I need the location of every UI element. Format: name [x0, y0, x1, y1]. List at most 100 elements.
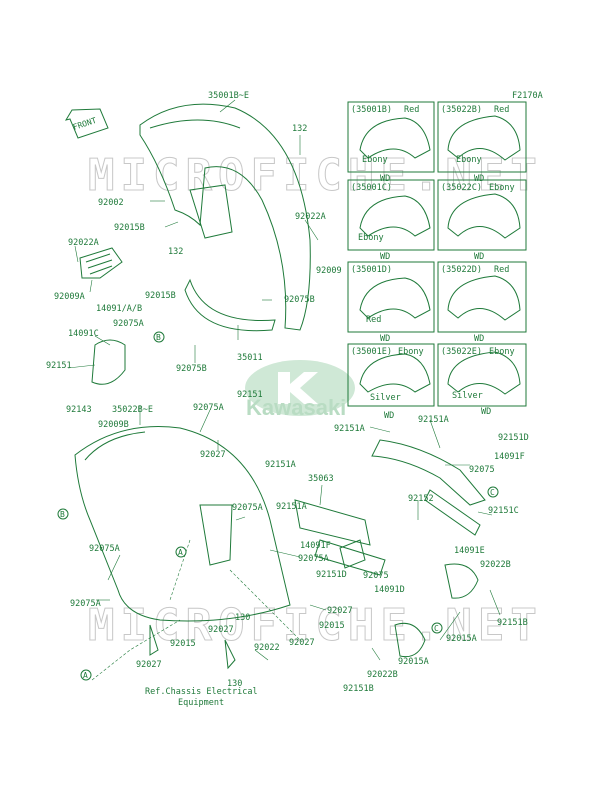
part-label: 92015 [170, 639, 196, 649]
part-label: 130 [235, 613, 250, 623]
variant-color: Ebony [362, 155, 388, 165]
part-label: 92075A [89, 544, 120, 554]
part-label: 92027 [327, 606, 353, 616]
part-label: 92151 [46, 361, 72, 371]
variant-code: (35022B) [441, 105, 482, 115]
part-label: 92009 [316, 266, 342, 276]
part-label: 92015B [114, 223, 145, 233]
part-label: 92075A [298, 554, 329, 564]
variant-code: (35022E) [441, 347, 482, 357]
part-label: 35022B~E [112, 405, 153, 415]
variant-grid: (35001B) Red Ebony WD (35022B) Red Ebony… [347, 101, 527, 421]
part-label: 14091F [300, 541, 331, 551]
ref-note-line1: Ref.Chassis Electrical [145, 687, 258, 697]
part-label: 92151D [316, 570, 347, 580]
variant-wd: WD [481, 407, 491, 417]
rear-fender [74, 426, 291, 670]
part-label: 92022B [367, 670, 398, 680]
watermark-bottom: MICROFICHE.NET [88, 600, 543, 651]
watermark-top: MICROFICHE.NET [88, 150, 543, 201]
front-fender [79, 103, 311, 385]
part-label: 92015A [446, 634, 477, 644]
part-label: 92075A [193, 403, 224, 413]
variant-code: (35001B) [351, 105, 392, 115]
part-label: 14091E [454, 546, 485, 556]
kawasaki-logo: Kawasaki [245, 360, 355, 420]
part-label: 92022A [295, 212, 326, 222]
variant-code: (35001C) [351, 183, 392, 193]
part-label: 92022A [68, 238, 99, 248]
variant-wd: WD [384, 411, 394, 421]
part-label: 92002 [98, 198, 124, 208]
variant-code: (35022D) [441, 265, 482, 275]
variant-wd: WD [474, 334, 484, 344]
variant-color: Ebony [358, 233, 384, 243]
part-label: 92022B [480, 560, 511, 570]
part-label: 92151A [276, 502, 307, 512]
variant-wd: WD [474, 174, 484, 184]
part-label: 92015 [319, 621, 345, 631]
variant-color: Red [366, 315, 381, 325]
part-label: 92151D [498, 433, 529, 443]
variant-color: Red [404, 105, 419, 115]
part-label: 92075 [469, 465, 495, 475]
callout-c: C [490, 488, 495, 497]
part-label: 92027 [208, 625, 234, 635]
part-label: 92075A [113, 319, 144, 329]
part-label: 35063 [308, 474, 334, 484]
variant-color: Silver [370, 393, 401, 403]
callout-b: B [156, 333, 161, 342]
variant-color: Ebony [489, 183, 515, 193]
part-label: 92027 [136, 660, 162, 670]
rear-bracket [294, 439, 486, 658]
part-label: 92075 [363, 571, 389, 581]
variant-color: Silver [452, 391, 483, 401]
variant-wd: WD [380, 252, 390, 262]
part-label: 35001B~E [208, 91, 249, 101]
variant-code: (35022C) [441, 183, 482, 193]
part-labels: 35001B~E 132 92002 92015B 92022A 132 920… [46, 91, 529, 694]
brand-text: Kawasaki [246, 395, 346, 420]
part-label: 92015B [145, 291, 176, 301]
part-label: 92151C [488, 506, 519, 516]
callout-a: A [178, 548, 183, 557]
leader-lines [67, 99, 501, 681]
variant-color: Red [494, 105, 509, 115]
diagram-code: F2170A [512, 91, 543, 101]
callout-b: B [60, 510, 65, 519]
variant-code: (35001D) [351, 265, 392, 275]
variant-color: Ebony [489, 347, 515, 357]
callouts: B B A A C C [57, 331, 499, 681]
part-label: 14091D [374, 585, 405, 595]
variant-color: Red [494, 265, 509, 275]
variant-color: Ebony [456, 155, 482, 165]
part-label: 92151A [418, 415, 449, 425]
ref-note-line2: Equipment [178, 698, 224, 708]
variant-color: Ebony [398, 347, 424, 357]
variant-wd: WD [380, 334, 390, 344]
part-label: 92151B [343, 684, 374, 694]
variant-wd: WD [380, 174, 390, 184]
variant-code: (35001E) [351, 347, 392, 357]
front-arrow-icon: FRONT [64, 108, 109, 139]
part-label: 92151B [497, 618, 528, 628]
part-label: 92075A [70, 599, 101, 609]
part-label: 92009B [98, 420, 129, 430]
part-label: 92027 [289, 638, 315, 648]
part-label: 92151A [265, 460, 296, 470]
part-label: 130 [227, 679, 242, 689]
part-label: 92152 [408, 494, 434, 504]
part-label: 92143 [66, 405, 92, 415]
part-label: 14091C [68, 329, 99, 339]
part-label: 132 [292, 124, 307, 134]
part-label: 92075A [232, 503, 263, 513]
part-label: 92015A [398, 657, 429, 667]
part-label: 92075B [176, 364, 207, 374]
part-label: 92151A [334, 424, 365, 434]
callout-c: C [434, 624, 439, 633]
part-label: 14091/A/B [96, 304, 142, 314]
part-label: 92022 [254, 643, 280, 653]
callout-a: A [83, 671, 88, 680]
